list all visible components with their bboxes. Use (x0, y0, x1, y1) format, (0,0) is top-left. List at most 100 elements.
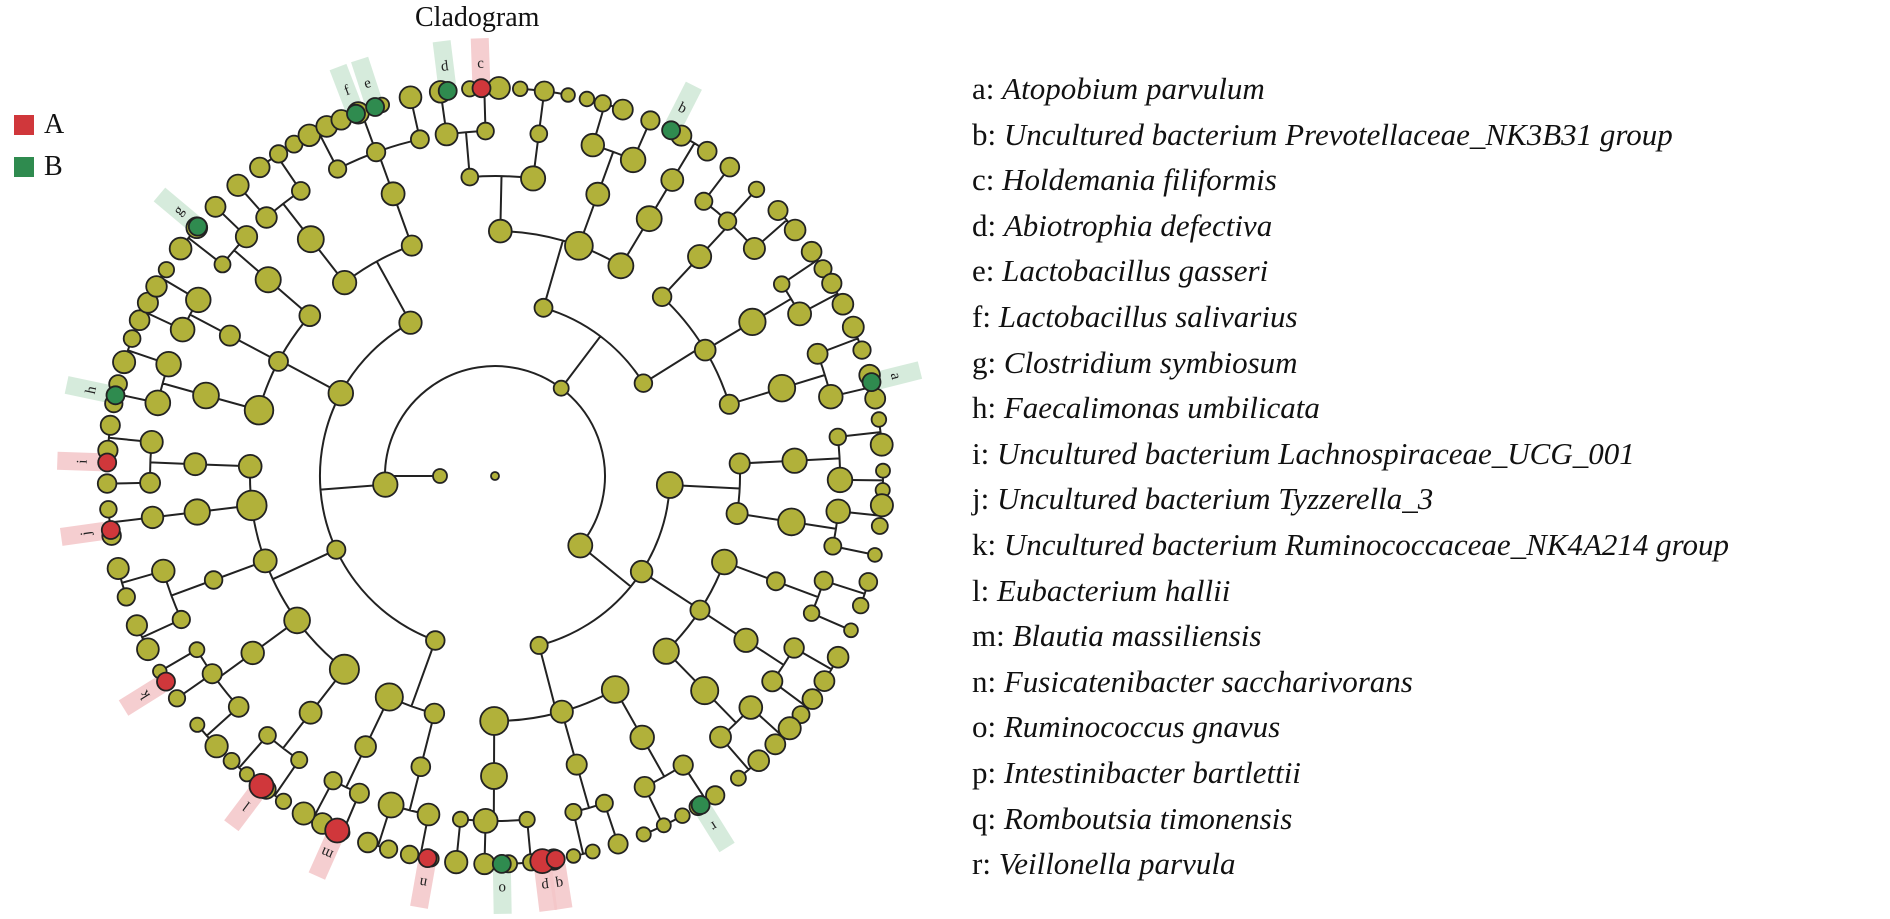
tree-node (238, 766, 255, 783)
tree-node (169, 316, 196, 343)
biomarker-item: o: Ruminococcus gnavus (972, 704, 1729, 750)
tree-node (298, 304, 322, 328)
tree-node (378, 839, 399, 859)
biomarker-separator: : (987, 526, 1004, 562)
tree-node (236, 489, 268, 522)
tree-node (843, 622, 859, 639)
tree-node (823, 536, 843, 556)
tree-node (185, 286, 212, 314)
tree-node (168, 236, 193, 261)
root-node (432, 468, 448, 484)
biomarker-separator: : (980, 481, 997, 517)
marker-highlight-band (64, 376, 112, 403)
biomarker-item: e: Lactobacillus gasseri (972, 248, 1729, 294)
tree-node (398, 85, 423, 110)
tree-node (690, 676, 720, 706)
biomarker-separator: : (996, 618, 1013, 654)
biomarker-separator: : (987, 390, 1004, 426)
tree-node (777, 507, 806, 537)
legend-label-b: B (44, 151, 63, 182)
tree-node (818, 384, 844, 410)
marker-highlight-band (547, 863, 573, 911)
biomarker-letter: k (972, 526, 988, 562)
tree-node (298, 700, 323, 725)
tree-node (852, 596, 870, 615)
tree-node (151, 558, 176, 584)
tree-node (825, 498, 851, 525)
biomarker-item: b: Uncultured bacterium Prevotellaceae_N… (972, 112, 1729, 158)
tree-node (192, 381, 220, 410)
tree-node (693, 338, 717, 362)
marker-node-a (861, 372, 882, 393)
biomarker-item: n: Fusicatenibacter saccharivorans (972, 659, 1729, 705)
tree-node (183, 452, 208, 477)
biomarker-letter: m (972, 618, 997, 654)
tree-node (742, 236, 766, 260)
tree-node (122, 329, 142, 348)
marker-highlight-band (432, 40, 456, 87)
marker-highlight-band (308, 832, 343, 880)
tree-node (189, 716, 206, 733)
biomarker-item: i: Uncultured bacterium Lachnospiraceae_… (972, 431, 1729, 477)
tree-node (472, 808, 499, 834)
biomarker-letter: a (972, 71, 986, 106)
marker-node-d (437, 81, 458, 101)
marker-highlight-band (492, 869, 512, 915)
tree-node (652, 637, 680, 665)
tree-node (237, 453, 263, 479)
tree-node (687, 244, 713, 270)
marker-node-n (417, 848, 438, 868)
tree-node (296, 225, 325, 254)
biomarker-separator: : (980, 435, 997, 471)
tree-node (813, 670, 836, 692)
biomarker-item: g: Clostridium symbiosum (972, 340, 1729, 386)
tree-node (128, 309, 151, 332)
biomarker-name: Atopobium parvulum (1002, 71, 1265, 106)
tree-node (565, 753, 588, 776)
tree-node (761, 670, 784, 693)
tree-node (705, 785, 726, 806)
tree-node (476, 121, 495, 141)
biomarker-separator: : (982, 846, 999, 882)
tree-node (240, 640, 265, 666)
tree-node (777, 716, 802, 741)
tree-node (203, 570, 224, 590)
tree-node (655, 471, 684, 499)
marker-node-g (187, 216, 208, 237)
biomarker-name: Blautia massiliensis (1012, 618, 1262, 654)
tree-node (409, 129, 430, 150)
biomarker-letter: q (972, 800, 988, 836)
biomarker-name: Lactobacillus gasseri (1002, 253, 1269, 289)
biomarker-separator: : (987, 709, 1004, 745)
tree-node (533, 297, 554, 318)
tree-node (331, 269, 358, 296)
tree-node (204, 734, 229, 759)
legend-swatch-a (14, 115, 34, 135)
tree-node (552, 379, 570, 397)
tree-node (487, 218, 513, 244)
tree-node (766, 571, 786, 592)
tree-node (747, 749, 770, 772)
tree-node (864, 387, 887, 410)
tree-node (460, 167, 480, 187)
marker-node-c (471, 78, 492, 99)
root-node (490, 471, 500, 481)
tree-node (480, 762, 508, 790)
tree-node (380, 181, 406, 207)
tree-node (112, 350, 137, 375)
tree-node (140, 505, 165, 530)
tree-node (869, 432, 894, 457)
biomarker-letter: e (972, 253, 986, 289)
marker-node-i (97, 452, 118, 473)
tree-node (802, 604, 821, 622)
tree-node (725, 501, 749, 525)
marker-letter-q: q (554, 875, 564, 892)
tree-node (717, 211, 738, 231)
tree-node (327, 159, 348, 179)
tree-node (730, 769, 747, 787)
tree-node (564, 231, 594, 261)
tree-node (520, 165, 547, 192)
biomarker-letter: r (972, 846, 983, 882)
marker-node-f (346, 103, 366, 124)
